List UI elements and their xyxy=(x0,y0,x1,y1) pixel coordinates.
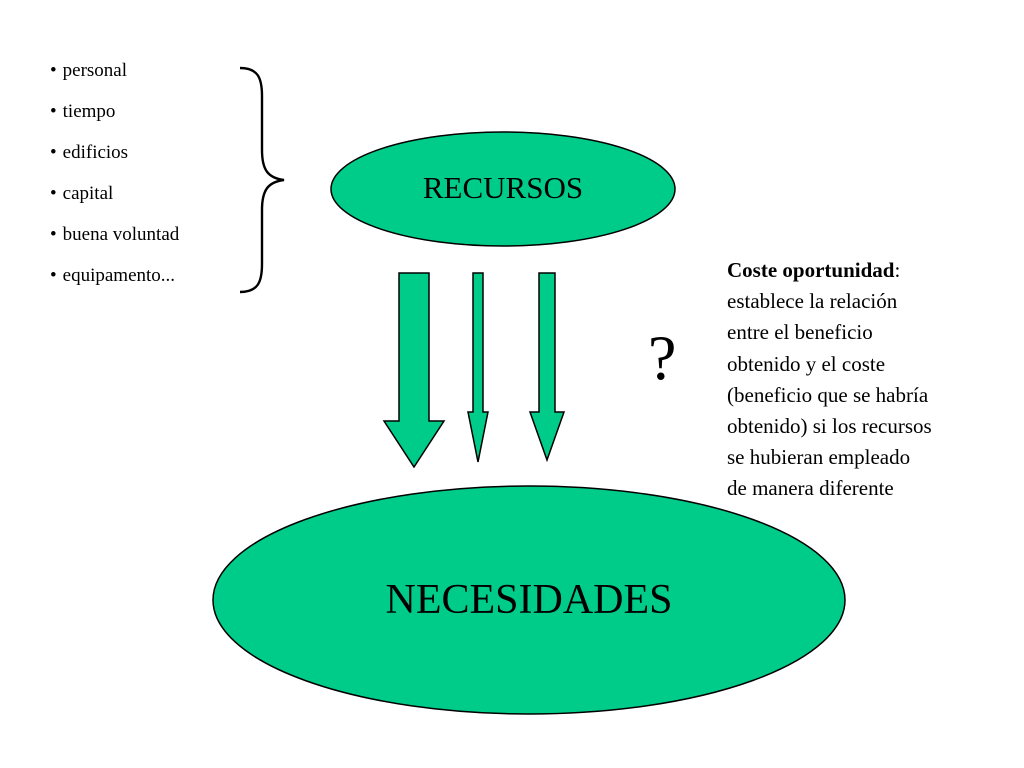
question-mark: ? xyxy=(648,322,677,393)
arrow-wide xyxy=(382,272,446,469)
note-title-line: Coste oportunidad: xyxy=(727,255,1017,286)
arrow-medium xyxy=(528,272,566,463)
list-item: equipamento... xyxy=(50,263,179,304)
note-line: se hubieran empleado xyxy=(727,445,911,470)
note-line: establece la relación xyxy=(727,289,898,314)
list-item: buena voluntad xyxy=(50,222,180,263)
note-line: obtenido) si los recursos xyxy=(727,414,932,439)
opportunity-cost-note: Coste oportunidad: establece la relación… xyxy=(727,255,1017,505)
note-line: entre el beneficio xyxy=(727,320,873,345)
grouping-brace xyxy=(239,66,285,294)
list-item: personal xyxy=(50,58,179,99)
resources-list: personal tiempo edificios capital buena … xyxy=(50,58,180,304)
necesidades-ellipse xyxy=(212,485,846,715)
note-title: Coste oportunidad xyxy=(727,258,895,282)
recursos-ellipse xyxy=(330,131,676,247)
note-line: de manera diferente xyxy=(727,476,894,501)
list-item: capital xyxy=(50,181,179,222)
list-item: edificios xyxy=(50,140,179,181)
note-title-colon: : xyxy=(894,258,901,282)
list-item: tiempo xyxy=(50,99,179,140)
recursos-label: RECURSOS xyxy=(422,170,584,205)
note-line: obtenido y el coste xyxy=(727,351,886,376)
note-line: (beneficio que se habría xyxy=(727,382,929,407)
arrow-thin xyxy=(467,272,489,463)
necesidades-label: NECESIDADES xyxy=(385,577,673,623)
